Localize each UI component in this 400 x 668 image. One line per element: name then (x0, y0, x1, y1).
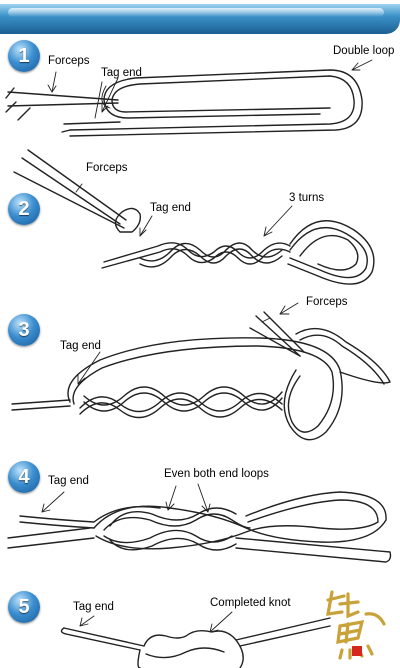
step-5-drawing (60, 611, 331, 668)
step-1-forceps-label: Forceps (48, 55, 90, 67)
step-2-badge: 2 (8, 193, 40, 225)
step-4-drawing (7, 483, 392, 563)
step-5-tag-end-label: Tag end (73, 601, 114, 613)
step-1-double-loop-label: Double loop (333, 45, 395, 57)
step-1-drawing (5, 59, 373, 137)
step-1-tag-end-label: Tag end (101, 67, 142, 79)
step-5-badge: 5 (8, 591, 40, 623)
step-4-badge: 4 (8, 461, 40, 493)
step-2-forceps-label: Forceps (86, 162, 128, 174)
step-2-drawing (13, 149, 375, 285)
step-4-tag-end-label: Tag end (48, 475, 89, 487)
step-3-drawing (11, 302, 391, 441)
step-5-completed-knot-label: Completed knot (210, 597, 291, 609)
step-1-badge: 1 (8, 40, 40, 72)
step-3-tag-end-label: Tag end (60, 340, 101, 352)
header-bar (0, 4, 400, 34)
header-shine (8, 8, 384, 17)
step-4-even-loops-label: Even both end loops (164, 468, 269, 480)
step-3-badge: 3 (8, 314, 40, 346)
step-2-turns-label: 3 turns (289, 192, 325, 204)
step-2-tag-end-label: Tag end (150, 202, 191, 214)
watermark-logo (326, 590, 386, 660)
step-3-forceps-label: Forceps (306, 296, 348, 308)
